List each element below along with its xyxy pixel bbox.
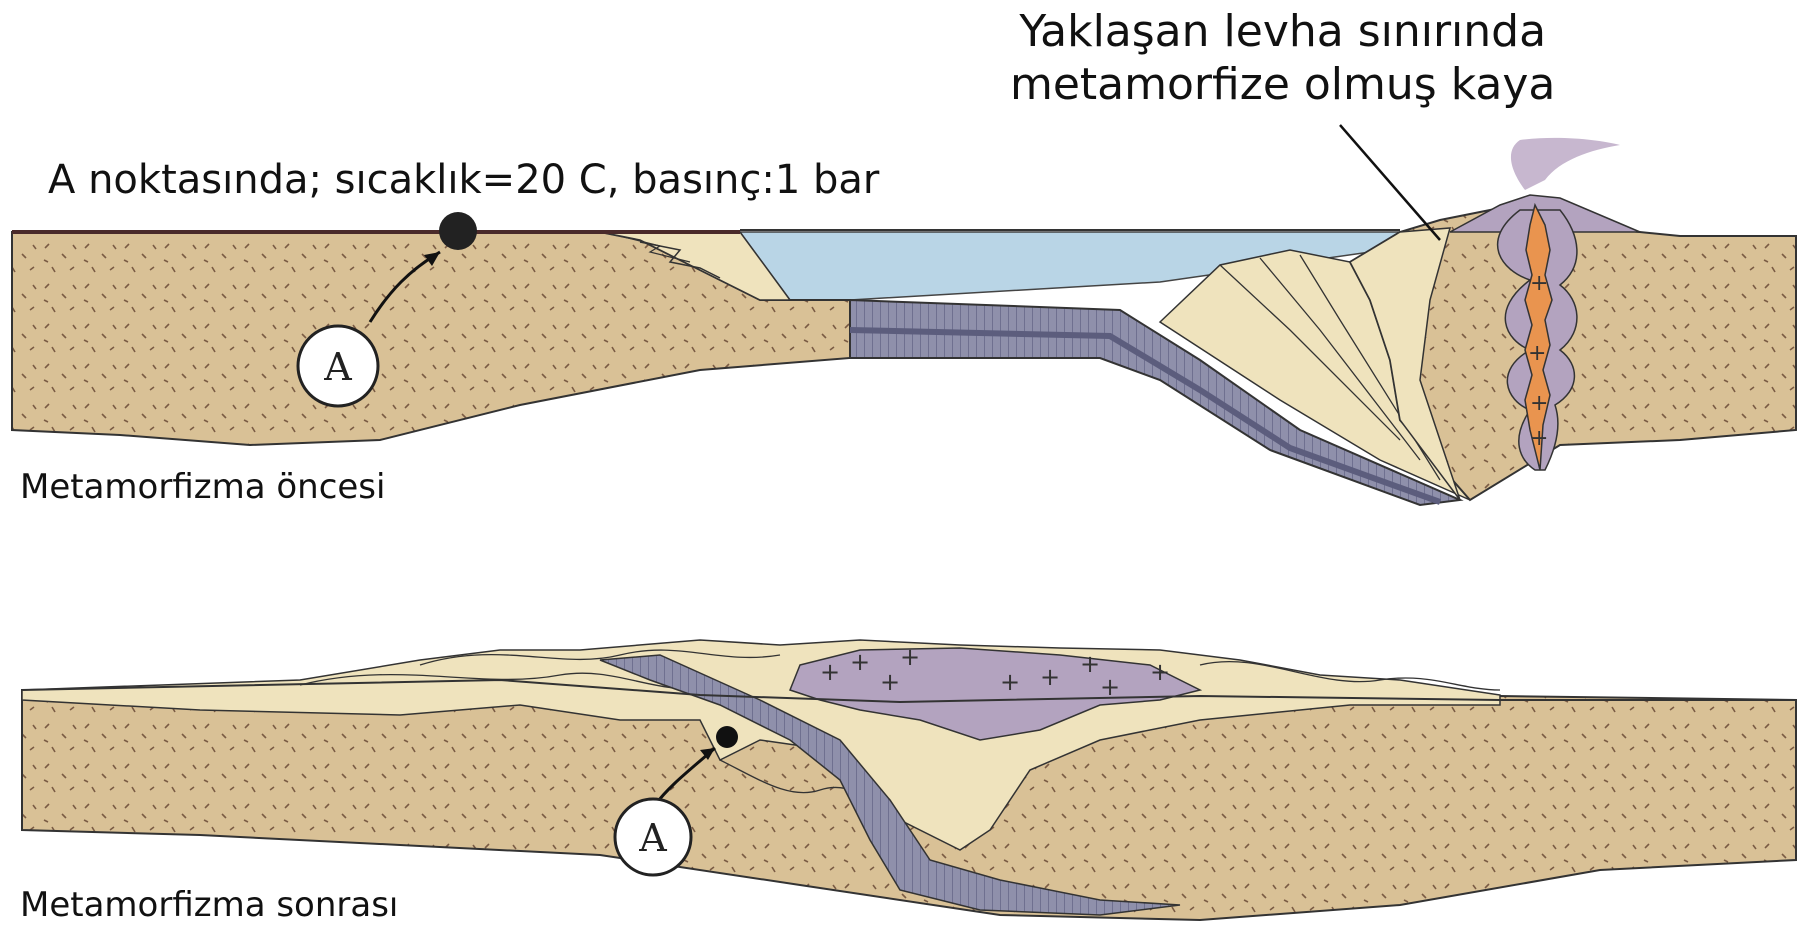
point-a-marker xyxy=(439,212,477,250)
svg-text:+: + xyxy=(1528,341,1546,366)
point-a-callout-letter: A xyxy=(323,345,352,389)
svg-text:+: + xyxy=(1000,668,1020,696)
metamorphic-rock-annotation: Yaklaşan levha sınırında metamorfize olm… xyxy=(1010,6,1555,112)
volcanic-ash-plume xyxy=(1511,138,1620,190)
bottom-cross-section: +++ +++ +++ A xyxy=(22,640,1796,920)
point-a-callout-letter-bottom: A xyxy=(638,816,667,860)
svg-text:+: + xyxy=(820,658,840,686)
annotation-line-2: metamorfize olmuş kaya xyxy=(1010,59,1555,112)
svg-text:+: + xyxy=(900,643,920,671)
annotation-line-1: Yaklaşan levha sınırında xyxy=(1010,6,1555,59)
svg-text:+: + xyxy=(1530,391,1548,416)
svg-text:+: + xyxy=(850,648,870,676)
caption-after-metamorphism: Metamorfizma sonrası xyxy=(20,888,398,922)
annotation-leader-line xyxy=(1340,125,1440,240)
svg-text:+: + xyxy=(1530,271,1548,296)
point-a-marker-bottom xyxy=(716,726,738,748)
svg-text:+: + xyxy=(1080,650,1100,678)
svg-text:+: + xyxy=(1530,426,1548,451)
svg-text:+: + xyxy=(1040,663,1060,691)
svg-text:+: + xyxy=(1150,658,1170,686)
caption-before-metamorphism: Metamorfizma öncesi xyxy=(20,470,385,504)
svg-text:+: + xyxy=(880,668,900,696)
point-a-conditions-label: A noktasında; sıcaklık=20 C, basınç:1 ba… xyxy=(48,160,879,200)
